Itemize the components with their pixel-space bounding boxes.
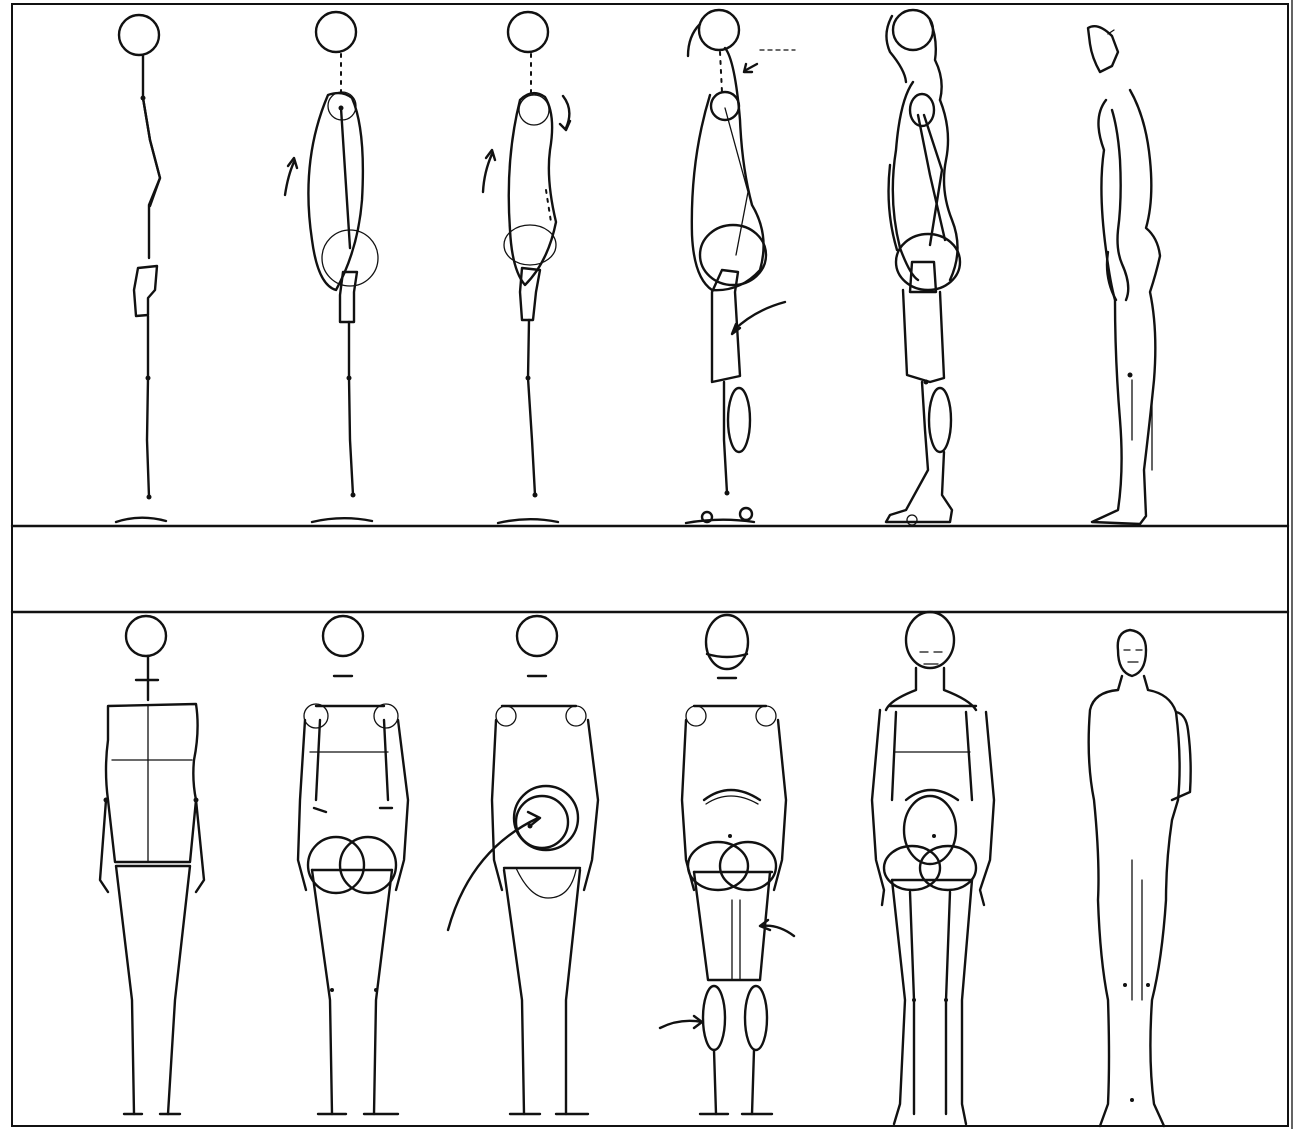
outer-frame [12,0,1292,1129]
